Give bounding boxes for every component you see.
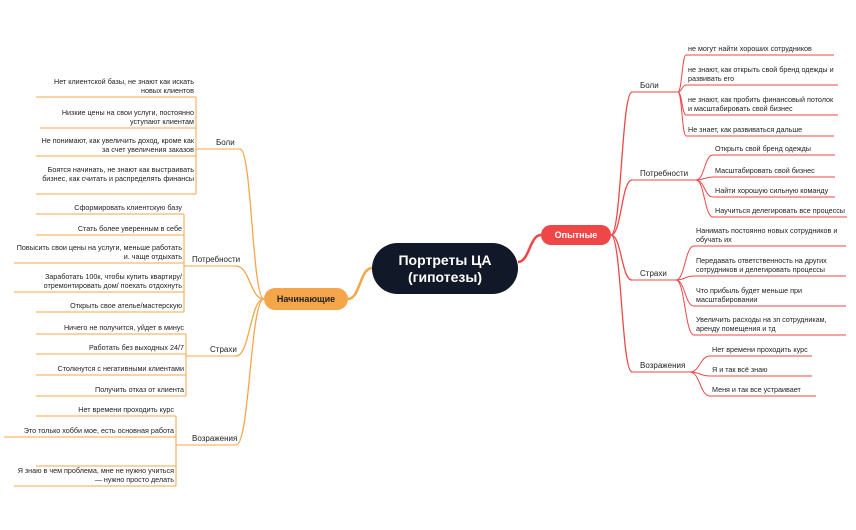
right-item-0-0: не могут найти хороших сотрудников [688, 44, 812, 53]
right-item-2-0: Нанимать постоянно новых сотрудников и о… [696, 226, 838, 244]
left-item-1-3: Заработать 100к, чтобы купить квартиру/о… [43, 272, 182, 290]
connector-right-cat-0 [610, 91, 633, 236]
connector-left-cat-1 [235, 265, 265, 300]
connector-right-3-2 [689, 371, 711, 397]
connector-right-0-1 [677, 84, 687, 93]
left-item-0-0: Нет клиентской базы, не знают как искать… [54, 77, 194, 95]
left-item-3-3: Я знаю в чем проблема, мне не нужно учит… [17, 466, 174, 484]
connector-right-cat-2 [610, 234, 633, 281]
right-item-0-3: Не знает, как развиваться дальше [688, 125, 803, 134]
left-category-3-label: Возражения [192, 434, 238, 443]
connector-right-2-0 [675, 245, 695, 281]
left-item-2-3: Получить отказ от клиента [95, 385, 184, 394]
right-item-0-2: не знают, как пробить финансовый потолок… [688, 95, 834, 113]
left-item-3-1: Это только хобби мое, есть основная рабо… [23, 426, 174, 435]
right-item-2-3: Увеличить расходы на зп сотрудникам, аре… [696, 315, 827, 333]
right-item-1-2: Найти хорошую сильную команду [715, 186, 829, 195]
right-item-1-1: Масштабировать свой бизнес [715, 166, 815, 175]
connector-right-0-0 [677, 54, 687, 93]
right-category-0-label: Боли [640, 81, 659, 90]
left-item-0-1: Низкие цены на свои услуги, постоянно ус… [61, 108, 194, 126]
connector-right-1-0 [695, 154, 714, 181]
connector-right-3-0 [689, 355, 711, 373]
left-category-2-label: Страхи [210, 345, 237, 354]
connector-left-cat-3 [235, 298, 265, 446]
left-category-0-label: Боли [216, 138, 235, 147]
right-item-3-1: Я и так всё знаю [712, 365, 768, 374]
connector-root-left [347, 266, 373, 301]
root-title: Портреты ЦА (гипотезы) [398, 251, 492, 285]
left-item-1-2: Повысить свои цены на услуги, меньше раб… [16, 243, 182, 261]
right-category-2-label: Страхи [640, 269, 667, 278]
right-item-3-0: Нет времени проходить курс [712, 345, 808, 354]
right-item-0-1: не знают, как открыть свой бренд одежды … [688, 65, 834, 83]
branch-experienced[interactable]: Опытные [541, 225, 611, 245]
connector-right-2-3 [675, 279, 695, 336]
right-item-3-2: Меня и так все устраивает [712, 385, 801, 394]
right-item-1-0: Открыть свой бренд одежды [715, 144, 811, 153]
right-item-2-1: Передавать ответственность на других сот… [696, 256, 827, 274]
connector-right-1-3 [695, 179, 714, 218]
left-item-0-3: Боятся начинать, не знают как выстраиват… [42, 165, 194, 183]
left-item-3-0: Нет времени проходить курс [78, 405, 174, 414]
connector-root-right [517, 233, 542, 264]
root-node[interactable]: Портреты ЦА (гипотезы) [372, 243, 518, 294]
left-category-1-label: Потребности [192, 255, 241, 264]
left-item-1-4: Открыть свое ателье/мастерскую [70, 301, 182, 310]
branch-beginners[interactable]: Начинающие [264, 288, 348, 310]
connector-right-cat-1 [610, 179, 633, 236]
right-item-2-2: Что прибыль будет меньше при масштабиров… [696, 286, 802, 304]
connector-left-cat-0 [239, 148, 265, 300]
connector-right-cat-3 [610, 234, 633, 373]
branch-beginners-label: Начинающие [276, 294, 336, 304]
connector-right-1-2 [695, 179, 714, 198]
left-item-0-2: Не понимают, как увеличить доход, кроме … [41, 136, 194, 154]
right-category-1-label: Потребности [640, 169, 689, 178]
left-item-1-0: Сформировать клиентскую базу [74, 203, 182, 212]
connector-right-0-3 [677, 91, 687, 137]
left-item-2-2: Столкнутся с негативными клиентами [57, 364, 184, 373]
left-item-2-1: Работать без выходных 24/7 [88, 343, 184, 352]
left-item-1-1: Стать более уверенным в себе [77, 224, 182, 233]
connector-left-cat-2 [235, 298, 265, 357]
right-category-3-label: Возражения [640, 361, 686, 370]
left-item-2-0: Ничего не получится, уйдет в минус [63, 323, 184, 332]
branch-experienced-label: Опытные [554, 230, 598, 240]
connector-right-2-1 [675, 275, 695, 281]
connector-right-2-2 [675, 279, 695, 307]
right-item-1-3: Научиться делегировать все процессы [715, 206, 845, 215]
